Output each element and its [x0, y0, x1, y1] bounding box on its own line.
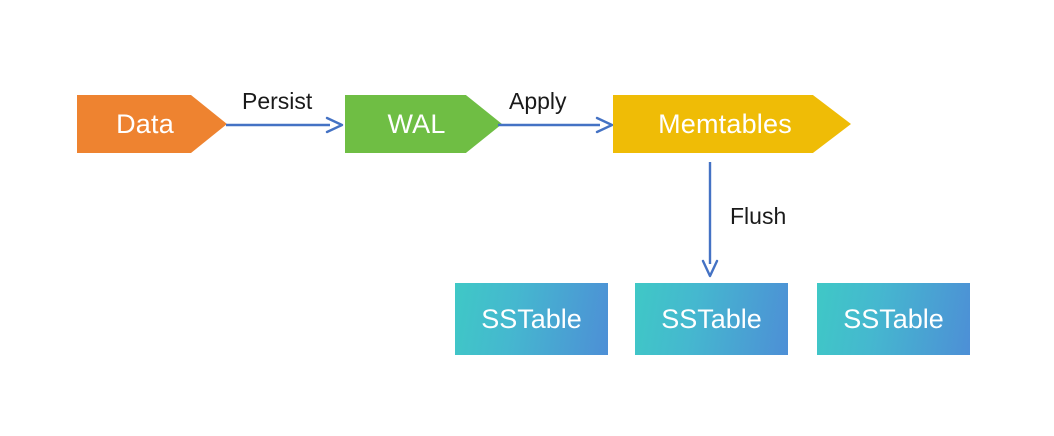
node-data-label: Data [116, 108, 174, 139]
node-wal[interactable]: WAL [345, 95, 502, 153]
sstable-label-2: SSTable [661, 303, 762, 334]
node-memtables[interactable]: Memtables [613, 95, 851, 153]
sstable-box-1[interactable]: SSTable [455, 283, 608, 355]
connector-flush-arrow [701, 162, 719, 278]
sstable-box-2[interactable]: SSTable [635, 283, 788, 355]
connector-persist-arrow [226, 116, 344, 134]
node-data-shape [77, 95, 227, 153]
edge-label-persist: Persist [242, 88, 313, 114]
node-memtables-label: Memtables [658, 108, 792, 139]
edge-label-flush: Flush [730, 203, 787, 229]
sstable-label-1: SSTable [481, 303, 582, 334]
node-data[interactable]: Data [77, 95, 227, 153]
sstable-box-3[interactable]: SSTable [817, 283, 970, 355]
node-wal-label: WAL [387, 108, 446, 139]
edge-label-apply: Apply [509, 88, 567, 114]
node-memtables-shape [613, 95, 851, 153]
sstable-label-3: SSTable [843, 303, 944, 334]
node-wal-shape [345, 95, 502, 153]
connector-apply-arrow [498, 116, 614, 134]
